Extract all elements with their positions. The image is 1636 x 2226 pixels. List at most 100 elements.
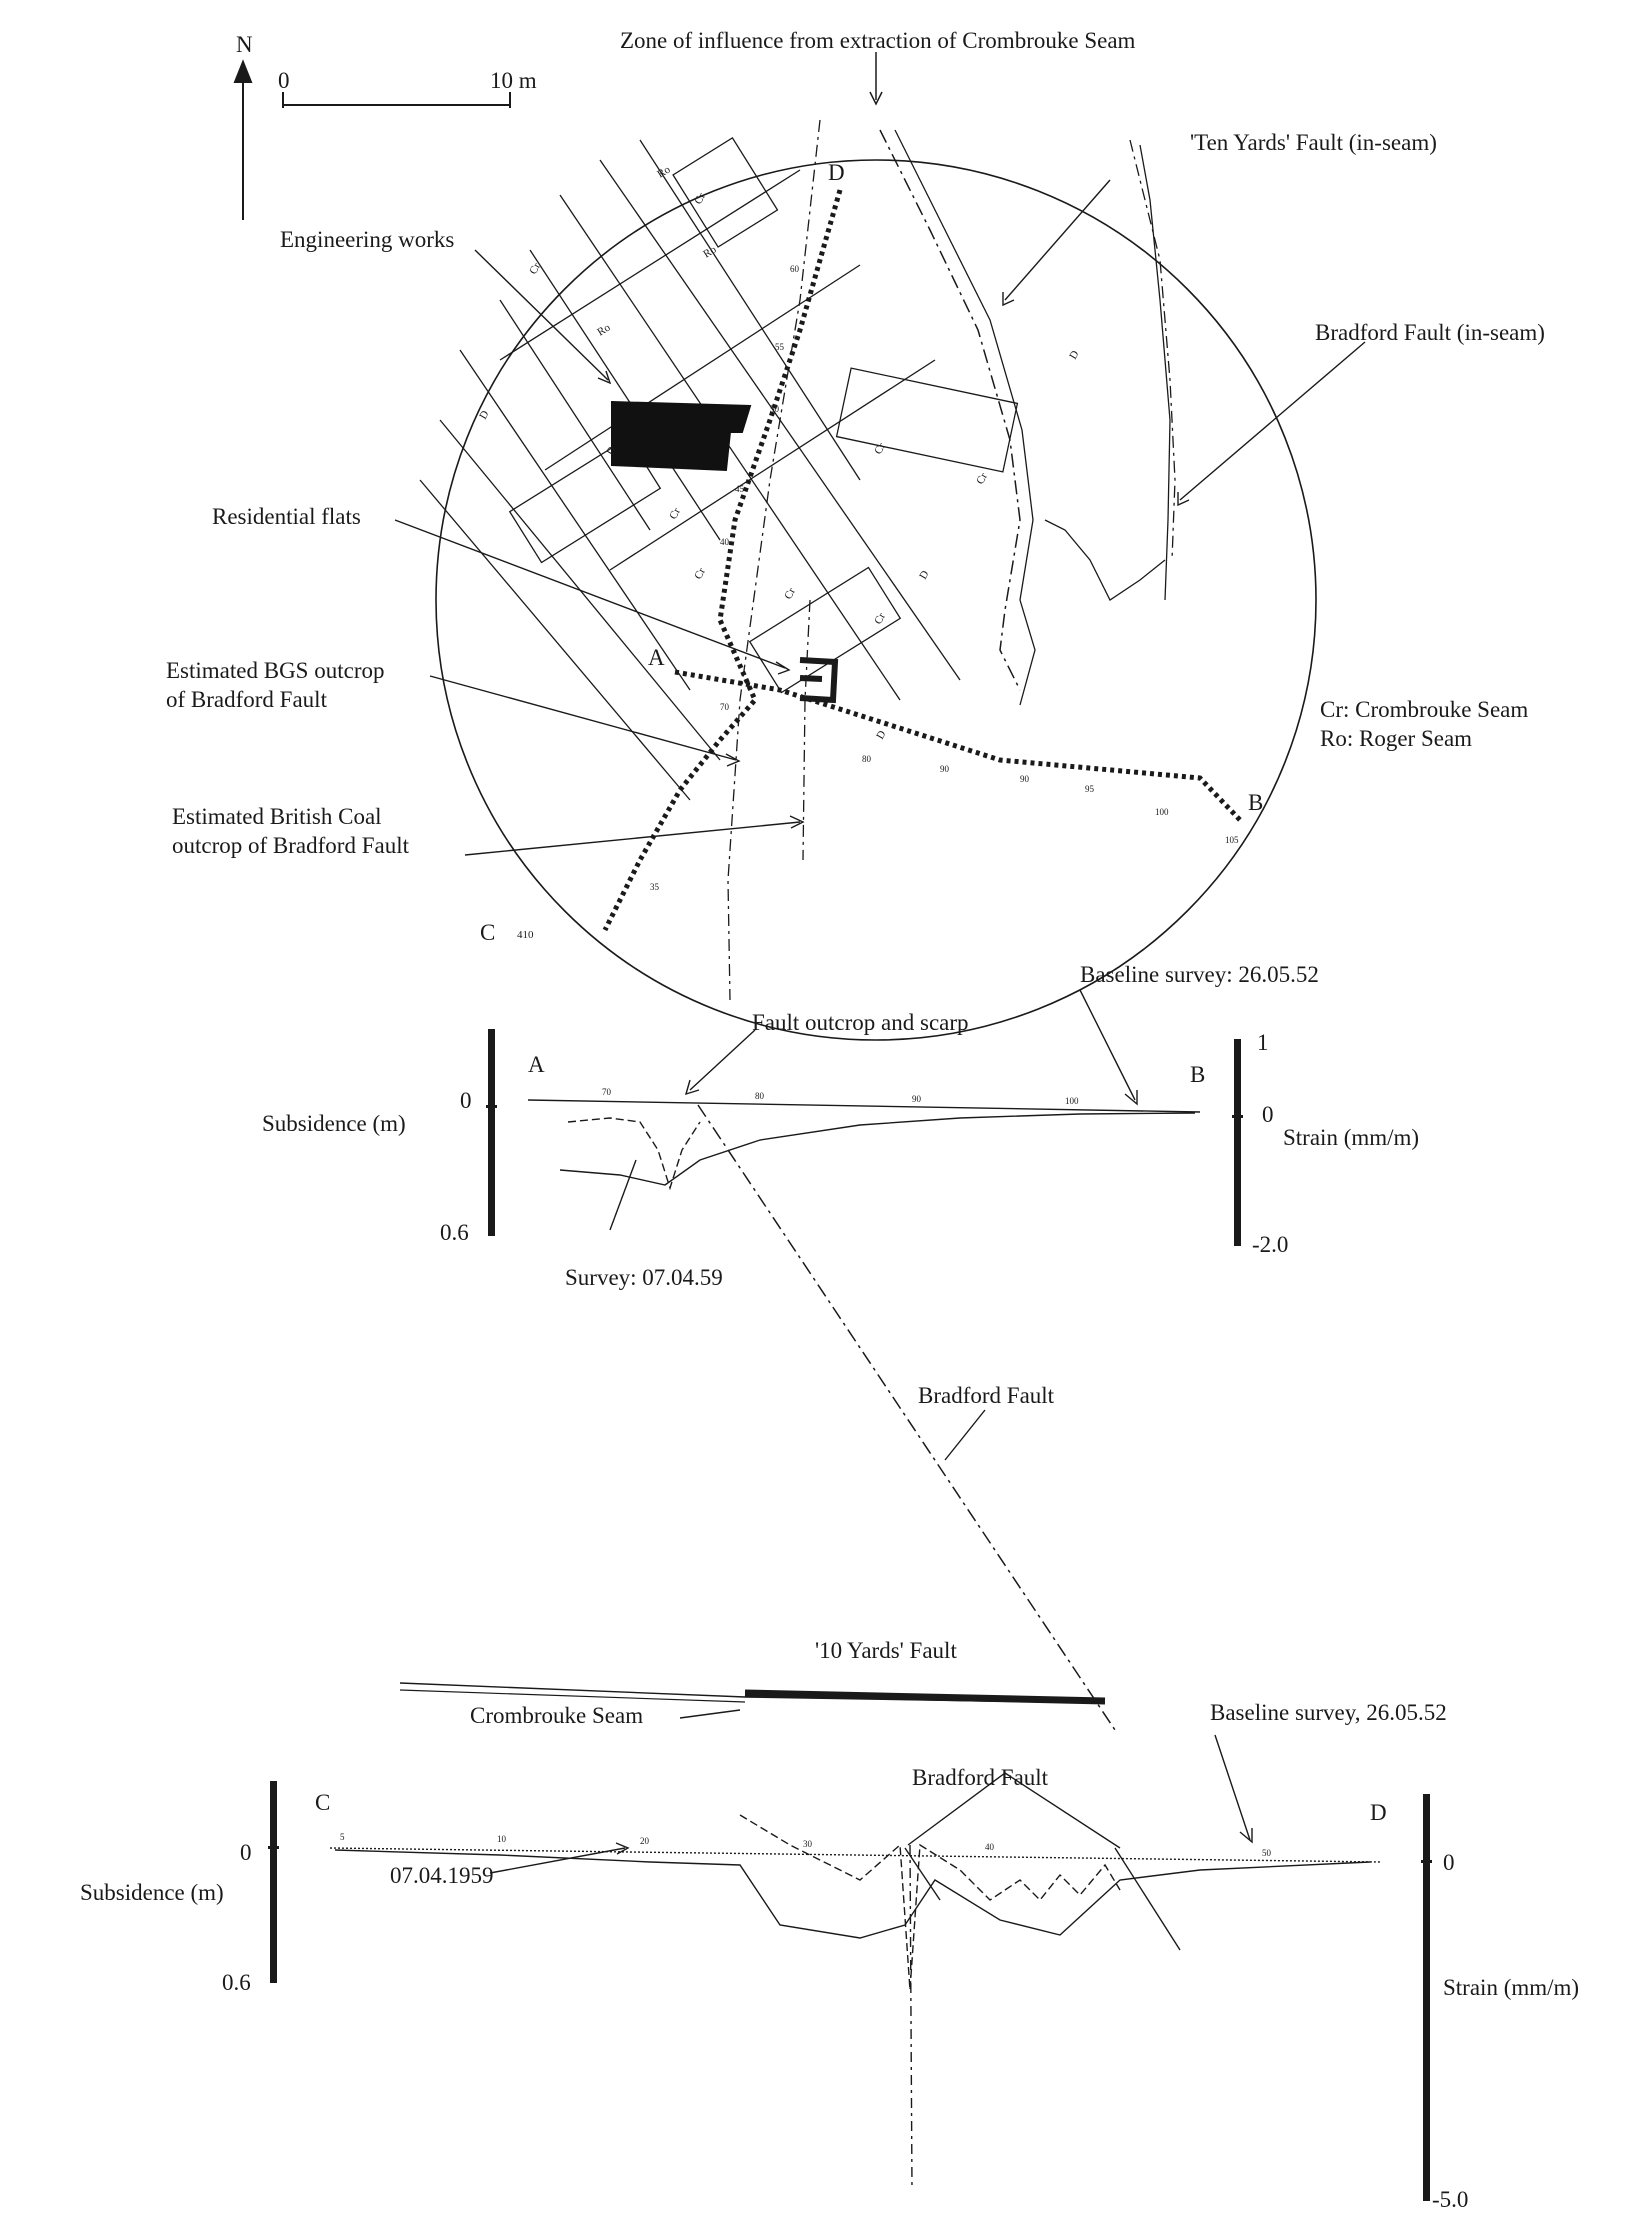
- survey-cd-point: 40: [720, 537, 730, 547]
- profile-cd-tick: 5: [340, 1832, 345, 1842]
- north-label: N: [236, 32, 253, 57]
- baseline-cd: [329, 1847, 1381, 1863]
- survey-ab-point: 70: [720, 702, 730, 712]
- british-coal-label-line1: Estimated British Coal: [172, 804, 382, 829]
- strain-cd-top: 0: [1443, 1850, 1455, 1875]
- map-label-a: A: [648, 645, 665, 670]
- bradford-fault-inseam-label: Bradford Fault (in-seam): [1315, 320, 1545, 345]
- strain-ab-label: Strain (mm/m): [1283, 1125, 1419, 1150]
- survey-line-cd: [602, 189, 843, 932]
- fault-outcrop-scarp-label: Fault outcrop and scarp: [752, 1010, 969, 1035]
- survey-ab-point: 80: [862, 754, 872, 764]
- profile-ab-tick: 100: [1065, 1096, 1079, 1106]
- subsidence-scale-ab: [488, 1029, 495, 1236]
- scale-ten-label: 10 m: [490, 68, 537, 93]
- engineering-works-label: Engineering works: [280, 227, 454, 252]
- survey-ab-point: 95: [1085, 784, 1095, 794]
- map-tag-cr-2: Cr: [527, 261, 543, 277]
- map-pointers: [394, 179, 1366, 1874]
- subsidence-ab-bottom: 0.6: [440, 1220, 469, 1245]
- site-plot-lines: [419, 136, 1019, 801]
- bradford-fault-trace: [727, 119, 1176, 1001]
- profile-cd-tick: 40: [985, 1842, 995, 1852]
- profile-cd-tick: 30: [803, 1839, 813, 1849]
- zone-of-influence-circle: [435, 159, 1317, 1041]
- map-tag-cr-1: Cr: [692, 191, 708, 207]
- profile-ab: [486, 1029, 1243, 1731]
- ten-yards-fault-trace: [879, 129, 1021, 691]
- profile-ab-tick: 70: [602, 1087, 612, 1097]
- profile-cd-c: C: [315, 1790, 330, 1815]
- strain-curve-cd: [739, 1814, 1121, 1991]
- map-tag-cr-5: Cr: [872, 611, 888, 627]
- map-tag-cr-7: Cr: [872, 441, 888, 457]
- baseline-survey-cd-label: Baseline survey, 26.05.52: [1210, 1700, 1447, 1725]
- strain-cd-label: Strain (mm/m): [1443, 1975, 1579, 2000]
- map-tag-ro-2: Ro: [595, 321, 613, 338]
- bradford-fault-section-line: [697, 1104, 1116, 1731]
- map-label-c: C: [480, 920, 495, 945]
- survey-ab-point: 100: [1155, 807, 1169, 817]
- survey-cd-point: 45: [735, 484, 745, 494]
- legend-crombrouke: Cr: Crombrouke Seam: [1320, 697, 1528, 722]
- ten-yards-fault-section-label: '10 Yards' Fault: [815, 1638, 957, 1663]
- strain-scale-cd: [1423, 1794, 1430, 2201]
- subsidence-curve-ab: [559, 1112, 1196, 1186]
- survey-cd-point: 55: [775, 342, 785, 352]
- north-arrow: [233, 59, 253, 220]
- bgs-outcrop-label-line1: Estimated BGS outcrop: [166, 658, 384, 683]
- ten-yards-fault-inseam-label: 'Ten Yards' Fault (in-seam): [1190, 130, 1437, 155]
- subsidence-cd-top: 0: [240, 1840, 252, 1865]
- bgs-outcrop-label-line2: of Bradford Fault: [166, 687, 328, 712]
- scale-zero-label: 0: [278, 68, 290, 93]
- map-c-marker: 410: [517, 929, 534, 941]
- subsidence-ab-label: Subsidence (m): [262, 1111, 406, 1136]
- subsidence-cd-bottom: 0.6: [222, 1970, 251, 1995]
- profile-ab-tick: 90: [912, 1094, 922, 1104]
- survey-ab-label: Survey: 07.04.59: [565, 1265, 723, 1290]
- british-coal-label-line2: outcrop of Bradford Fault: [172, 833, 410, 858]
- strain-ab-middle: 0: [1262, 1102, 1274, 1127]
- survey-ab-point: 90: [940, 764, 950, 774]
- map-tag-d-1: D: [477, 409, 491, 422]
- bradford-fault-cd-label: Bradford Fault: [912, 1765, 1049, 1790]
- profile-cd: [268, 1781, 1432, 2201]
- profile-cd-d: D: [1370, 1800, 1387, 1825]
- profile-ab-a: A: [528, 1052, 545, 1077]
- strain-curve-ab: [567, 1117, 701, 1191]
- engineering-works-building: [611, 400, 752, 472]
- profile-cd-tick: 20: [640, 1836, 650, 1846]
- survey-cd-point: 35: [650, 882, 660, 892]
- baseline-ab: [527, 1099, 1201, 1113]
- bradford-fault-mid-label: Bradford Fault: [918, 1383, 1055, 1408]
- map-tag-d-4: D: [874, 729, 888, 742]
- crombrouke-seam-bar: [744, 1689, 1106, 1705]
- survey-cd-label: 07.04.1959: [390, 1863, 494, 1888]
- map-label-b: B: [1248, 790, 1263, 815]
- survey-ab-point: 105: [1225, 835, 1239, 845]
- zone-of-influence-label: Zone of influence from extraction of Cro…: [620, 28, 1136, 53]
- map-label-d: D: [828, 160, 845, 185]
- map-tag-cr-3: Cr: [667, 506, 683, 522]
- strain-cd-bottom: -5.0: [1432, 2187, 1468, 2212]
- profile-cd-tick: 10: [497, 1834, 507, 1844]
- scale-bar: [282, 92, 511, 108]
- seam-section: [399, 1682, 1106, 1705]
- map-tag-d-2: D: [917, 569, 931, 582]
- map-tag-cr-6: Cr: [782, 586, 798, 602]
- map-tag-ro-1: Ro: [655, 163, 673, 180]
- residential-flats-label: Residential flats: [212, 504, 361, 529]
- crombrouke-seam-label: Crombrouke Seam: [470, 1703, 643, 1728]
- profile-ab-tick: 80: [755, 1091, 765, 1101]
- subsidence-ab-top: 0: [460, 1088, 472, 1113]
- legend-roger: Ro: Roger Seam: [1320, 726, 1472, 751]
- baseline-survey-ab-label: Baseline survey: 26.05.52: [1080, 962, 1319, 987]
- map-tag-cr-4: Cr: [692, 566, 708, 582]
- map-tag-ro-3: Ro: [701, 243, 719, 260]
- profile-ab-b: B: [1190, 1062, 1205, 1087]
- subsidence-cd-label: Subsidence (m): [80, 1880, 224, 1905]
- map-tag-cr-8: Cr: [974, 471, 990, 487]
- survey-line-ab: [674, 669, 1242, 822]
- map-tag-d-3: D: [1067, 349, 1081, 362]
